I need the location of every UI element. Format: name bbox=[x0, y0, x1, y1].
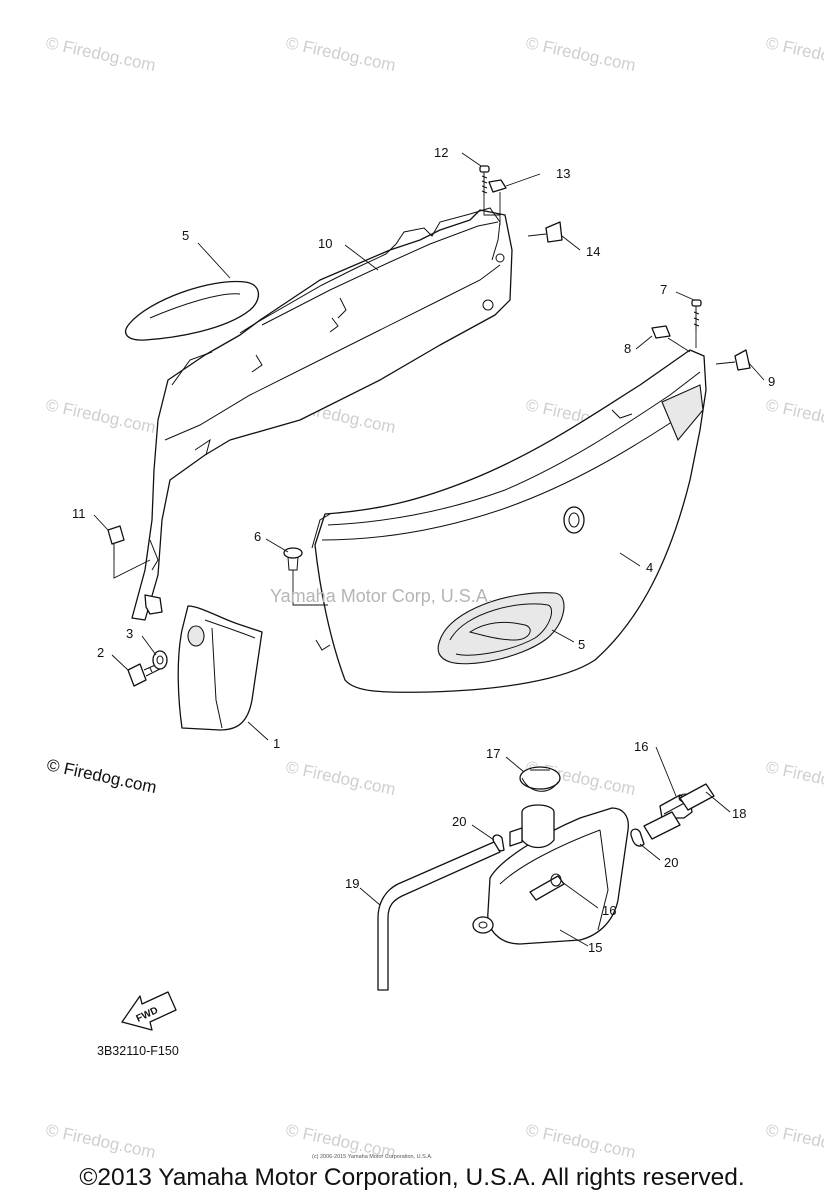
part-8-nut bbox=[651, 325, 691, 353]
part-5-emblem-upper bbox=[125, 280, 260, 341]
watermark: © Firedog.com bbox=[764, 757, 824, 799]
part-16-bolt-lower bbox=[529, 873, 565, 901]
callout-9: 9 bbox=[768, 374, 775, 389]
callout-17: 17 bbox=[486, 746, 500, 761]
left-watermark: © Firedog.com bbox=[45, 755, 158, 797]
part-9-clip bbox=[715, 349, 751, 371]
part-6-grommet bbox=[283, 547, 328, 606]
fwd-arrow-icon: FWD bbox=[121, 991, 177, 1031]
callout-10: 10 bbox=[318, 236, 332, 251]
tank-neck bbox=[509, 804, 555, 849]
callout-6: 6 bbox=[254, 529, 261, 544]
callout-8: 8 bbox=[624, 341, 631, 356]
part-18-spacer bbox=[643, 783, 715, 840]
center-watermark: Yamaha Motor Corp, U.S.A. bbox=[270, 586, 493, 606]
part-7-screw bbox=[691, 299, 702, 348]
part-1-cover-piece bbox=[177, 605, 263, 731]
callout-19: 19 bbox=[345, 876, 359, 891]
copyright-notice: ©2013 Yamaha Motor Corporation, U.S.A. A… bbox=[79, 1164, 745, 1191]
watermark: © Firedog.com bbox=[44, 33, 157, 75]
watermark: © Firedog.com bbox=[764, 1120, 824, 1160]
callout-2: 2 bbox=[97, 645, 104, 660]
part-2-bolt bbox=[127, 662, 163, 687]
watermark: © Firedog.com bbox=[284, 33, 397, 75]
watermark: © Firedog.com bbox=[764, 33, 824, 75]
callout-13: 13 bbox=[556, 166, 570, 181]
watermark: © Firedog.com bbox=[764, 395, 824, 437]
callout-20-right: 20 bbox=[664, 855, 678, 870]
part-17-cap bbox=[519, 766, 561, 792]
watermark: © Firedog.com bbox=[44, 1120, 157, 1160]
callout-12: 12 bbox=[434, 145, 448, 160]
part-11-grommet bbox=[107, 525, 151, 579]
callout-18: 18 bbox=[732, 806, 746, 821]
part-10-side-panel bbox=[131, 207, 513, 621]
callout-1: 1 bbox=[273, 736, 280, 751]
callout-16-lower: 16 bbox=[602, 903, 616, 918]
part-5-emblem-lower bbox=[437, 592, 565, 665]
callout-15: 15 bbox=[588, 940, 602, 955]
callout-20-left: 20 bbox=[452, 814, 466, 829]
callout-labels: 12 13 14 10 5 7 8 9 11 6 4 5 3 2 1 17 16… bbox=[72, 145, 775, 955]
footer: ©2013 Yamaha Motor Corporation, U.S.A. A… bbox=[0, 1160, 824, 1200]
callout-7: 7 bbox=[660, 282, 667, 297]
watermark: © Firedog.com bbox=[44, 395, 157, 437]
watermark: © Firedog.com bbox=[284, 757, 397, 799]
callout-16-upper: 16 bbox=[634, 739, 648, 754]
callout-11: 11 bbox=[72, 506, 86, 521]
exploded-parts-diagram: © Firedog.com © Firedog.com © Firedog.co… bbox=[44, 33, 824, 1160]
part-13-nut bbox=[488, 179, 507, 225]
watermark: © Firedog.com bbox=[524, 33, 637, 75]
callout-5-upper: 5 bbox=[182, 228, 189, 243]
leader-lines bbox=[93, 152, 765, 947]
callout-14: 14 bbox=[586, 244, 600, 259]
diagram-code: 3B32110-F150 bbox=[97, 1044, 179, 1058]
callout-5-lower: 5 bbox=[578, 637, 585, 652]
part-14-clip bbox=[527, 221, 563, 243]
part-4-side-cover bbox=[311, 349, 707, 693]
part-12-screw bbox=[479, 165, 490, 196]
watermark: © Firedog.com bbox=[524, 1120, 637, 1160]
tiny-copyright: (c) 2006-2015 Yamaha Motor Corporation, … bbox=[312, 1154, 433, 1160]
part-3-washer bbox=[152, 650, 168, 670]
part-19-hose bbox=[377, 841, 501, 991]
callout-3: 3 bbox=[126, 626, 133, 641]
part-20-clip-right bbox=[630, 828, 645, 847]
callout-4: 4 bbox=[646, 560, 653, 575]
